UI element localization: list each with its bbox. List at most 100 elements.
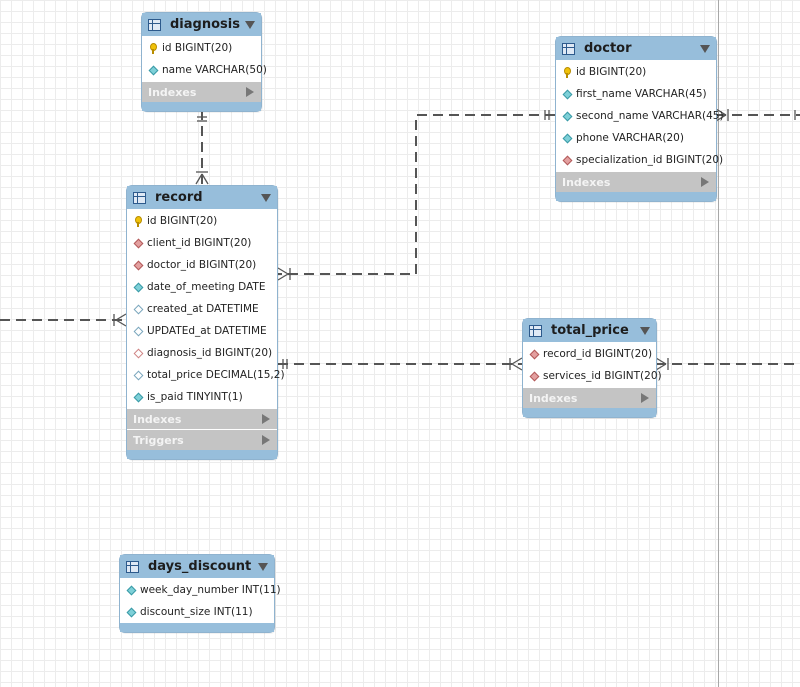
- one-marker-doctor: [544, 110, 550, 120]
- column-text: first_name VARCHAR(45): [576, 88, 707, 100]
- column-list: week_day_number INT(11)discount_size INT…: [120, 578, 281, 623]
- column-row[interactable]: specialization_id BIGINT(20): [556, 149, 723, 171]
- column-text: is_paid TINYINT(1): [147, 391, 243, 403]
- expand-arrow-icon[interactable]: [262, 435, 270, 445]
- column-row[interactable]: doctor_id BIGINT(20): [127, 254, 277, 276]
- one-marker-diagnosis: [197, 116, 207, 122]
- section-indexes[interactable]: Indexes: [142, 81, 261, 102]
- column-row[interactable]: created_at DATETIME: [127, 298, 277, 320]
- column-text: doctor_id BIGINT(20): [147, 259, 257, 271]
- table-header[interactable]: diagnosis: [142, 13, 261, 36]
- column-text: phone VARCHAR(20): [576, 132, 684, 144]
- column-row[interactable]: total_price DECIMAL(15,2): [127, 364, 285, 386]
- many-marker-record-diagnosis: [195, 171, 209, 185]
- column-row[interactable]: client_id BIGINT(20): [127, 232, 277, 254]
- table-total-price[interactable]: total_price record_id BIGINT(20) services…: [522, 318, 662, 418]
- table-footer: [142, 102, 261, 111]
- table-icon: [562, 42, 575, 55]
- column-list: id BIGINT(20) client_id BIGINT(20) doctor_…: [127, 209, 285, 408]
- collapse-arrow-icon[interactable]: [245, 21, 255, 29]
- column-list: id BIGINT(20) first_name VARCHAR(45) secon…: [556, 60, 724, 171]
- table-doctor[interactable]: doctor id BIGINT(20) first_name VARCHAR(4…: [555, 36, 724, 202]
- table-record[interactable]: record id BIGINT(20) client_id BIGINT(20)…: [126, 185, 285, 460]
- collapse-arrow-icon[interactable]: [261, 194, 271, 202]
- foreign-key-icon: [133, 238, 143, 248]
- table-days-discount[interactable]: days_discount week_day_number INT(11)dis…: [119, 554, 281, 633]
- column-row[interactable]: diagnosis_id BIGINT(20): [127, 342, 277, 364]
- table-title: days_discount: [148, 559, 252, 574]
- one-marker-record: [282, 359, 288, 369]
- section-triggers[interactable]: Triggers: [127, 429, 277, 450]
- section-indexes[interactable]: Indexes: [556, 171, 716, 192]
- column-row[interactable]: second_name VARCHAR(45): [556, 105, 724, 127]
- collapse-arrow-icon[interactable]: [700, 45, 710, 53]
- column-text: id BIGINT(20): [576, 66, 647, 78]
- section-list: Indexes: [556, 171, 716, 192]
- primary-key-icon: [148, 43, 158, 54]
- section-indexes[interactable]: Indexes: [523, 387, 656, 408]
- column-row[interactable]: record_id BIGINT(20): [523, 343, 656, 365]
- table-title: diagnosis: [170, 17, 240, 32]
- many-marker-doctor-right: [715, 108, 796, 122]
- foreign-key-icon: [562, 155, 572, 165]
- column-text: created_at DATETIME: [147, 303, 259, 315]
- section-list: Indexes: [523, 387, 656, 408]
- table-icon: [126, 560, 139, 573]
- expand-arrow-icon[interactable]: [701, 177, 709, 187]
- table-footer: [127, 450, 277, 459]
- foreign-key-icon: [529, 371, 539, 381]
- collapse-arrow-icon[interactable]: [640, 327, 650, 335]
- column-row[interactable]: id BIGINT(20): [142, 37, 261, 59]
- column-row[interactable]: date_of_meeting DATE: [127, 276, 277, 298]
- column-text: id BIGINT(20): [162, 42, 233, 54]
- table-icon: [148, 18, 161, 31]
- column-row[interactable]: discount_size INT(11): [120, 601, 274, 623]
- column-list: id BIGINT(20) name VARCHAR(50): [142, 36, 267, 81]
- column-text: client_id BIGINT(20): [147, 237, 252, 249]
- primary-key-icon: [562, 67, 572, 78]
- section-label: Indexes: [562, 175, 611, 189]
- table-diagnosis[interactable]: diagnosis id BIGINT(20)name VARCHAR(50) …: [141, 12, 267, 112]
- table-header[interactable]: total_price: [523, 319, 656, 342]
- column-row[interactable]: services_id BIGINT(20): [523, 365, 662, 387]
- table-icon: [133, 191, 146, 204]
- column-row[interactable]: first_name VARCHAR(45): [556, 83, 716, 105]
- section-indexes[interactable]: Indexes: [127, 408, 277, 429]
- column-text: services_id BIGINT(20): [543, 370, 662, 382]
- column-row[interactable]: is_paid TINYINT(1): [127, 386, 277, 408]
- section-label: Indexes: [529, 391, 578, 405]
- expand-arrow-icon[interactable]: [262, 414, 270, 424]
- column-text: name VARCHAR(50): [162, 64, 267, 76]
- table-icon: [529, 324, 542, 337]
- column-text: specialization_id BIGINT(20): [576, 154, 724, 166]
- column-row[interactable]: phone VARCHAR(20): [556, 127, 716, 149]
- nullable-column-icon: [133, 370, 143, 380]
- section-label: Indexes: [133, 412, 182, 426]
- nullable-column-icon: [133, 326, 143, 336]
- nullable-column-icon: [133, 304, 143, 314]
- column-row[interactable]: name VARCHAR(50): [142, 59, 267, 81]
- table-header[interactable]: record: [127, 186, 277, 209]
- column-row[interactable]: id BIGINT(20): [556, 61, 716, 83]
- section-label: Indexes: [148, 85, 197, 99]
- relationship-doctor-record[interactable]: [278, 114, 555, 275]
- not-null-column-icon: [562, 111, 572, 121]
- not-null-column-icon: [126, 607, 136, 617]
- column-row[interactable]: UPDATEd_at DATETIME: [127, 320, 277, 342]
- column-text: record_id BIGINT(20): [543, 348, 653, 360]
- section-list: Indexes: [142, 81, 261, 102]
- column-text: date_of_meeting DATE: [147, 281, 266, 293]
- collapse-arrow-icon[interactable]: [258, 563, 268, 571]
- column-row[interactable]: id BIGINT(20): [127, 210, 277, 232]
- expand-arrow-icon[interactable]: [246, 87, 254, 97]
- not-null-column-icon: [148, 65, 158, 75]
- expand-arrow-icon[interactable]: [641, 393, 649, 403]
- table-header[interactable]: doctor: [556, 37, 716, 60]
- table-header[interactable]: days_discount: [120, 555, 274, 578]
- column-list: record_id BIGINT(20) services_id BIGINT(2…: [523, 342, 662, 387]
- column-text: total_price DECIMAL(15,2): [147, 369, 285, 381]
- column-row[interactable]: week_day_number INT(11): [120, 579, 281, 601]
- primary-key-icon: [133, 216, 143, 227]
